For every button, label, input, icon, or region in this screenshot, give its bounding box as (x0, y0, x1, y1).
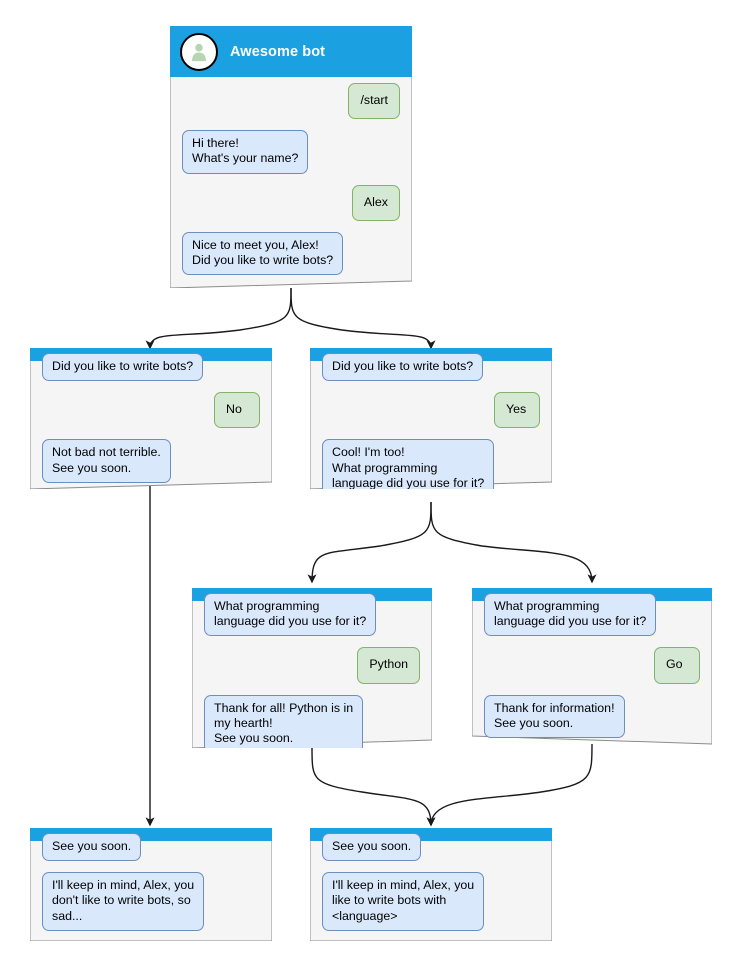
bot-message-bubble: What programming language did you use fo… (484, 593, 657, 637)
card-body: Awesome bot /start Hi there! What's your… (170, 26, 412, 288)
card-body: Did you like to write bots? Yes Cool! I'… (310, 348, 552, 489)
node-lang-go[interactable]: What programming language did you use fo… (472, 588, 712, 748)
message-row: Did you like to write bots? (42, 353, 260, 382)
message-row: Cool! I'm too! What programming language… (322, 439, 540, 489)
message-list: See you soon. I'll keep in mind, Alex, y… (30, 833, 272, 941)
message-row: No (42, 392, 260, 429)
node-answer-yes[interactable]: Did you like to write bots? Yes Cool! I'… (310, 348, 552, 489)
bot-message-bubble: Thank for all! Python is in my hearth! S… (204, 694, 364, 748)
message-row: Did you like to write bots? (322, 353, 540, 382)
bot-message-bubble: Hi there! What's your name? (182, 130, 309, 174)
message-row: See you soon. (322, 833, 540, 862)
user-message-bubble[interactable]: Yes (494, 392, 540, 429)
message-row: Yes (322, 392, 540, 429)
user-message-bubble[interactable]: Alex (351, 184, 400, 221)
message-list: See you soon. I'll keep in mind, Alex, y… (310, 833, 552, 941)
bot-message-bubble: What programming language did you use fo… (204, 593, 377, 637)
edge-lang-python-to-end-happy (311, 747, 436, 827)
message-list: Did you like to write bots? Yes Cool! I'… (310, 353, 552, 489)
card-body: What programming language did you use fo… (472, 588, 712, 748)
bot-message-bubble: Not bad not terrible. See you soon. (42, 439, 171, 483)
message-list: Did you like to write bots? No Not bad n… (30, 353, 272, 489)
message-row: Thank for information! See you soon. (484, 694, 700, 739)
message-row: I'll keep in mind, Alex, you don't like … (42, 872, 260, 931)
node-answer-no[interactable]: Did you like to write bots? No Not bad n… (30, 348, 272, 489)
message-row: Go (484, 647, 700, 684)
node-start[interactable]: Awesome bot /start Hi there! What's your… (170, 26, 412, 288)
message-row: Hi there! What's your name? (182, 130, 400, 174)
message-row: What programming language did you use fo… (204, 593, 420, 637)
card-body: See you soon. I'll keep in mind, Alex, y… (30, 828, 272, 941)
message-row: See you soon. (42, 833, 260, 862)
bot-name-title: Awesome bot (230, 43, 326, 60)
message-row: I'll keep in mind, Alex, you like to wri… (322, 872, 540, 931)
message-row: What programming language did you use fo… (484, 593, 700, 637)
message-row: Nice to meet you, Alex! Did you like to … (182, 231, 400, 276)
person-avatar-icon (180, 32, 218, 71)
edge-start-to-answer-yes (290, 287, 436, 350)
bot-message-bubble: Thank for information! See you soon. (484, 694, 625, 739)
user-message-bubble[interactable]: Python (357, 647, 420, 684)
message-list: What programming language did you use fo… (192, 593, 432, 748)
message-row: Thank for all! Python is in my hearth! S… (204, 694, 420, 748)
message-list: What programming language did you use fo… (472, 593, 712, 748)
bot-message-bubble: See you soon. (322, 833, 422, 862)
node-end-happy[interactable]: See you soon. I'll keep in mind, Alex, y… (310, 828, 552, 941)
user-message-bubble[interactable]: No (214, 392, 260, 429)
message-row: /start (182, 83, 400, 120)
edge-answer-yes-to-lang-python (307, 501, 432, 584)
card-body: What programming language did you use fo… (192, 588, 432, 748)
bot-message-bubble: Did you like to write bots? (42, 353, 204, 382)
card-header-bar: Awesome bot (170, 26, 412, 77)
bot-message-bubble: See you soon. (42, 833, 142, 862)
edge-lang-go-to-end-happy (426, 743, 593, 827)
node-end-sad[interactable]: See you soon. I'll keep in mind, Alex, y… (30, 828, 272, 941)
message-row: Alex (182, 184, 400, 221)
user-message-bubble[interactable]: /start (348, 83, 400, 120)
card-body: See you soon. I'll keep in mind, Alex, y… (310, 828, 552, 941)
user-message-bubble[interactable]: Go (654, 647, 700, 684)
edge-answer-yes-to-lang-go (430, 501, 597, 584)
bot-message-bubble: Did you like to write bots? (322, 353, 484, 382)
message-list: /start Hi there! What's your name? Alex … (170, 83, 412, 286)
message-row: Not bad not terrible. See you soon. (42, 439, 260, 483)
node-lang-python[interactable]: What programming language did you use fo… (192, 588, 432, 748)
edge-start-to-answer-no (145, 287, 292, 350)
card-body: Did you like to write bots? No Not bad n… (30, 348, 272, 489)
bot-message-bubble: Cool! I'm too! What programming language… (322, 439, 495, 489)
bot-message-bubble: Nice to meet you, Alex! Did you like to … (182, 231, 344, 276)
bot-message-bubble: I'll keep in mind, Alex, you don't like … (42, 872, 205, 931)
bot-message-bubble: I'll keep in mind, Alex, you like to wri… (322, 872, 485, 931)
message-row: Python (204, 647, 420, 684)
